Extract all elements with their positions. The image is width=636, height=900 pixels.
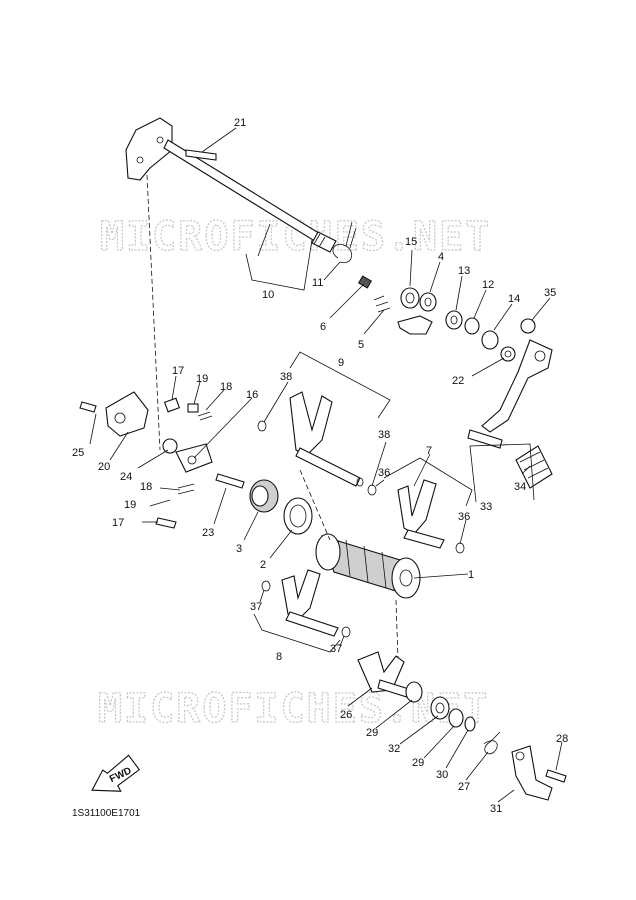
watermark-bottom: MICROFICHES.NET (98, 686, 489, 732)
shift-pedal-parts (467, 318, 553, 489)
callout-18-upper: 18 (220, 381, 232, 393)
callout-38-upper: 38 (280, 371, 292, 383)
callout-10: 10 (262, 289, 274, 301)
callout-2: 2 (260, 559, 266, 571)
shift-shaft-assembly (125, 117, 357, 264)
callout-19-lower: 19 (124, 499, 136, 511)
callout-17-lower: 17 (112, 517, 124, 529)
bracket-9 (289, 351, 391, 419)
callout-35: 35 (544, 287, 556, 299)
bracket-7 (383, 457, 473, 507)
fwd-arrow: FWD (91, 754, 141, 792)
callout-21: 21 (234, 117, 246, 129)
callout-25: 25 (72, 447, 84, 459)
axis-line-left (146, 174, 161, 451)
callout-19-upper: 19 (196, 373, 208, 385)
callout-labels: 21 15 4 13 12 14 35 11 10 6 5 22 9 38 38… (72, 117, 568, 815)
callout-24: 24 (120, 471, 132, 483)
callout-8: 8 (276, 651, 282, 663)
callout-13: 13 (458, 265, 470, 277)
callout-9: 9 (338, 357, 344, 369)
callout-29-left: 29 (366, 727, 378, 739)
shift-forks (281, 391, 445, 637)
callout-15: 15 (405, 236, 417, 248)
shift-drum (315, 533, 421, 599)
callout-33: 33 (480, 501, 492, 513)
callout-36-upper: 36 (378, 467, 390, 479)
callout-14: 14 (508, 293, 520, 305)
axis-line-drum (395, 599, 399, 661)
callout-36-lower: 36 (458, 511, 470, 523)
callout-27: 27 (458, 781, 470, 793)
callout-18-lower: 18 (140, 481, 152, 493)
callout-26: 26 (340, 709, 352, 721)
axis-line-fork (299, 469, 331, 541)
callout-34: 34 (514, 481, 526, 493)
lower-shift-parts (357, 651, 567, 801)
segment-parts (79, 391, 313, 535)
callout-16: 16 (246, 389, 258, 401)
callout-12: 12 (482, 279, 494, 291)
callout-3: 3 (236, 543, 242, 555)
callout-17-upper: 17 (172, 365, 184, 377)
callout-7: 7 (426, 445, 432, 457)
callout-37-left: 37 (250, 601, 262, 613)
callout-23: 23 (202, 527, 214, 539)
callout-38-lower: 38 (378, 429, 390, 441)
callout-29-right: 29 (412, 757, 424, 769)
callout-5: 5 (358, 339, 364, 351)
diagram-code: 1S31100E1701 (72, 808, 141, 819)
callout-11: 11 (312, 277, 323, 289)
callout-28: 28 (556, 733, 568, 745)
callout-22: 22 (452, 375, 464, 387)
callout-6: 6 (320, 321, 326, 333)
callout-37-right: 37 (330, 643, 342, 655)
callout-1: 1 (468, 569, 474, 581)
callout-4: 4 (438, 251, 444, 263)
stopper-lever-parts (357, 275, 499, 350)
leader-lines (89, 127, 563, 803)
callout-31: 31 (490, 803, 502, 815)
callout-30: 30 (436, 769, 448, 781)
bracket-8 (253, 613, 341, 653)
callout-32: 32 (388, 743, 400, 755)
callout-20: 20 (98, 461, 110, 473)
